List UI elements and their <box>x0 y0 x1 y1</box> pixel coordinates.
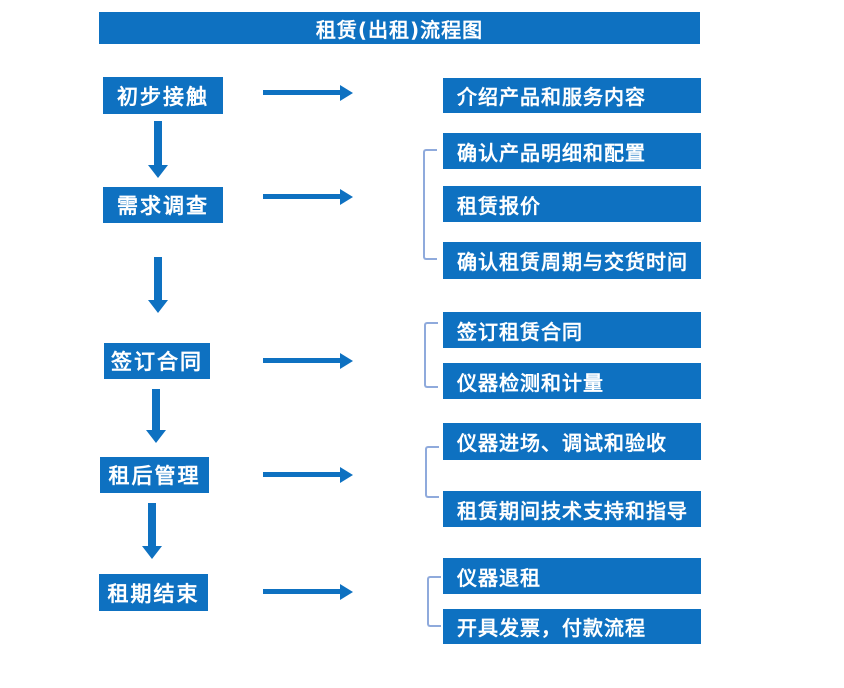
arrow-shaft <box>263 589 341 594</box>
detail-box-confirm-rental-period: 确认租赁周期与交货时间 <box>443 242 701 279</box>
arrow-right-5 <box>263 584 353 600</box>
detail-box-confirm-product-details: 确认产品明细和配置 <box>443 133 701 169</box>
detail-box-introduce-products: 介绍产品和服务内容 <box>443 78 701 113</box>
stage-box-sign-contract: 签订合同 <box>104 343 210 379</box>
bracket-group-rental-end <box>427 576 441 627</box>
arrow-shaft <box>154 121 162 165</box>
arrow-down-3 <box>145 389 167 443</box>
detail-box-instrument-return: 仪器退租 <box>443 558 701 594</box>
arrow-right-3 <box>263 353 353 369</box>
arrow-shaft <box>148 503 156 546</box>
stage-box-post-rental-management: 租后管理 <box>100 457 209 493</box>
arrow-head-down-icon <box>148 300 168 313</box>
stage-box-initial-contact: 初步接触 <box>103 77 223 114</box>
arrow-right-1 <box>263 85 353 101</box>
arrow-shaft <box>263 358 341 363</box>
flowchart-title: 租赁(出租)流程图 <box>99 12 700 44</box>
arrow-shaft <box>154 257 162 300</box>
arrow-head-down-icon <box>146 430 166 443</box>
arrow-head-right-icon <box>340 353 353 369</box>
arrow-down-1 <box>147 121 169 178</box>
arrow-head-right-icon <box>340 85 353 101</box>
arrow-head-right-icon <box>340 467 353 483</box>
arrow-head-down-icon <box>142 546 162 559</box>
arrow-head-right-icon <box>340 189 353 205</box>
arrow-shaft <box>263 194 341 199</box>
bracket-group-sign-contract <box>424 322 438 388</box>
bracket-group-demand-survey <box>423 149 437 260</box>
arrow-head-right-icon <box>340 584 353 600</box>
detail-box-sign-rental-contract: 签订租赁合同 <box>443 312 701 348</box>
detail-box-invoice-payment: 开具发票，付款流程 <box>443 609 701 644</box>
arrow-shaft <box>152 389 160 430</box>
detail-box-rental-quotation: 租赁报价 <box>443 186 701 222</box>
arrow-shaft <box>263 90 341 95</box>
detail-box-technical-support: 租赁期间技术支持和指导 <box>443 491 701 527</box>
arrow-right-2 <box>263 189 353 205</box>
stage-box-demand-survey: 需求调查 <box>103 187 223 223</box>
bracket-group-post-rental <box>425 446 439 498</box>
arrow-down-4 <box>141 503 163 559</box>
arrow-right-4 <box>263 467 353 483</box>
stage-box-rental-end: 租期结束 <box>99 574 208 611</box>
arrow-down-2 <box>147 257 169 313</box>
arrow-head-down-icon <box>148 165 168 178</box>
detail-box-instrument-testing: 仪器检测和计量 <box>443 363 701 399</box>
arrow-shaft <box>263 472 341 477</box>
detail-box-instrument-setup: 仪器进场、调试和验收 <box>443 423 701 460</box>
